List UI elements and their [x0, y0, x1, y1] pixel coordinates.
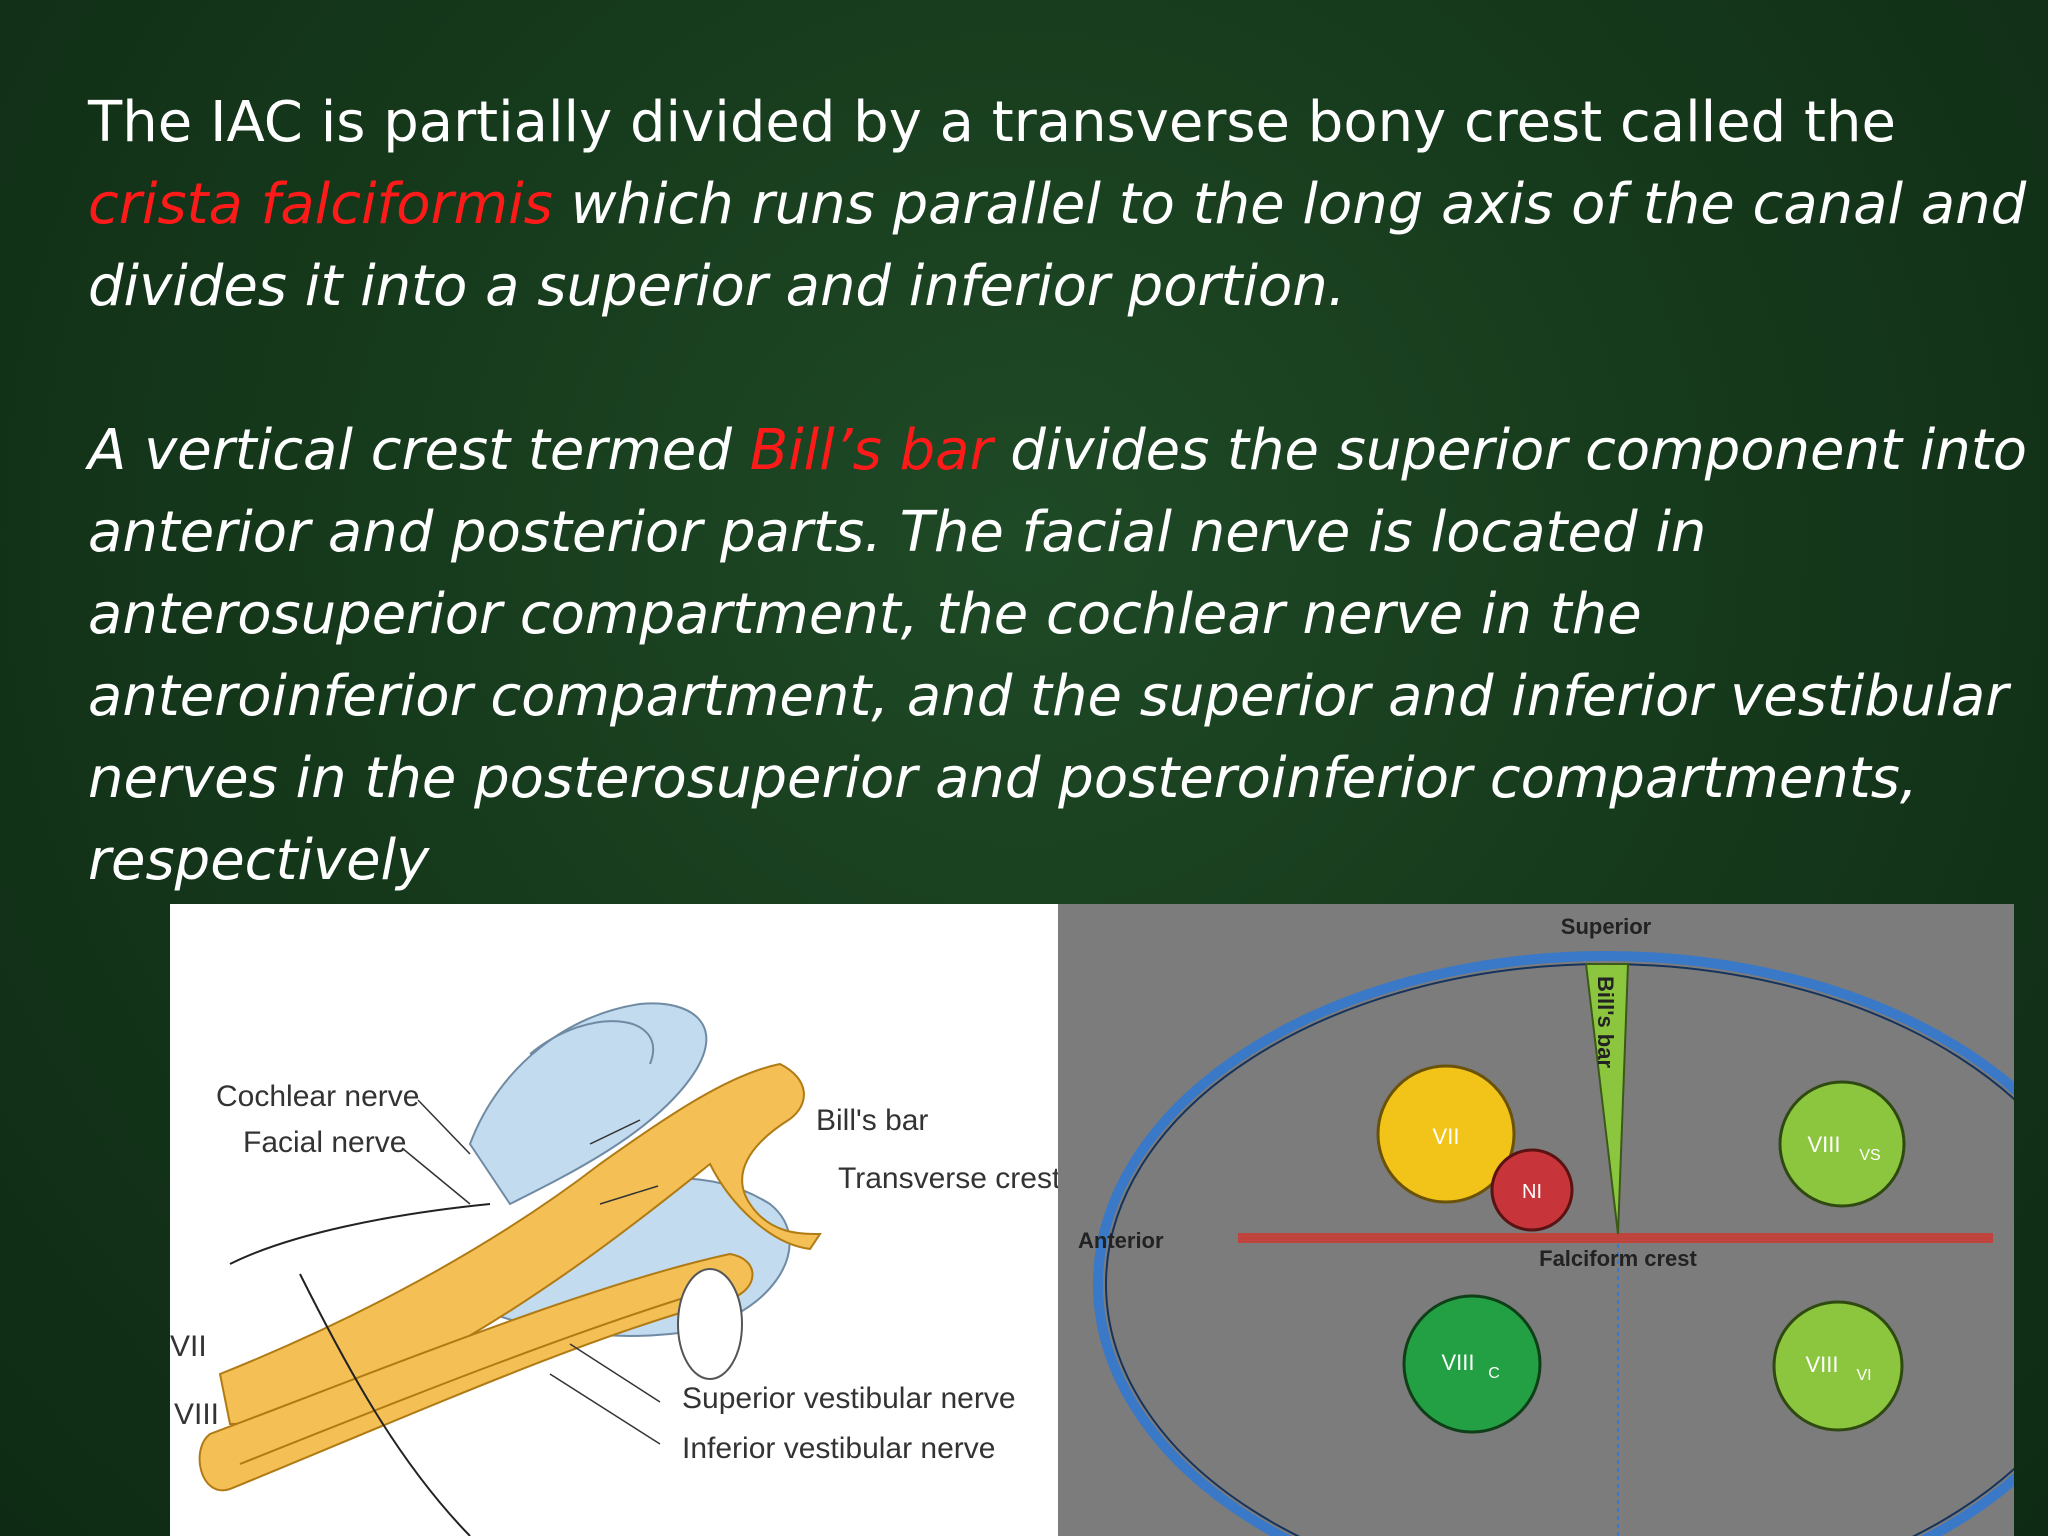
- label-vii-nerve: VII: [1433, 1124, 1460, 1149]
- label-falciform-crest: Falciform crest: [1539, 1246, 1697, 1271]
- label-bills-bar-vertical: Bill's bar: [1593, 976, 1618, 1068]
- label-viii-vs: VIII: [1807, 1132, 1840, 1157]
- label-viii-vs-sub: VS: [1859, 1147, 1880, 1164]
- label-cochlear-nerve: Cochlear nerve: [216, 1080, 419, 1113]
- para2-lead: A vertical crest termed: [88, 418, 750, 483]
- superior-vestibular-circle: [1778, 1080, 1906, 1208]
- iac-cross-section-diagram: Bill's bar Superior Anterior Falciform c…: [1058, 904, 2014, 1536]
- label-viii-vi: VIII: [1805, 1352, 1838, 1377]
- nerve-drawing: Cochlear nerve Facial nerve Bill's bar T…: [170, 1002, 1058, 1536]
- facial-nerve-shape: [218, 1062, 822, 1426]
- label-facial-nerve: Facial nerve: [243, 1126, 406, 1159]
- cochlear-nerve-shape: [468, 1002, 708, 1206]
- label-transverse-crest: Transverse crest: [838, 1162, 1058, 1195]
- cochlear-nerve-circle: [1402, 1294, 1542, 1434]
- ni-circle: [1490, 1148, 1574, 1232]
- label-bills-bar: Bill's bar: [816, 1104, 928, 1137]
- para2-rest: divides the superior component into ante…: [88, 418, 2027, 893]
- label-superior-vestibular: Superior vestibular nerve: [682, 1382, 1016, 1415]
- para1-line1: The IAC is partially divided by a transv…: [88, 90, 1896, 155]
- label-viii-vi-sub: VI: [1856, 1367, 1871, 1384]
- bills-bar-wedge: [1584, 963, 1630, 1235]
- label-vii: VII: [170, 1330, 207, 1363]
- label-ni: NI: [1522, 1181, 1542, 1203]
- cross-section-drawing: Bill's bar Superior Anterior Falciform c…: [1078, 914, 2014, 1536]
- para1-rest: which runs parallel to the long axis of …: [552, 172, 2027, 237]
- paragraph-bills-bar: A vertical crest termed Bill’s bar divid…: [88, 410, 2028, 902]
- label-viii: VIII: [174, 1398, 219, 1431]
- canal-ring: [1093, 951, 2014, 1536]
- iac-nerve-illustration: Cochlear nerve Facial nerve Bill's bar T…: [170, 904, 1058, 1536]
- facial-nerve-circle: [1376, 1064, 1516, 1204]
- label-inferior-vestibular: Inferior vestibular nerve: [682, 1432, 995, 1465]
- term-crista-falciformis: crista falciformis: [88, 172, 553, 237]
- inferior-vestibular-circle: [1772, 1300, 1904, 1432]
- paragraph-crista: The IAC is partially divided by a transv…: [88, 82, 2028, 328]
- term-bills-bar: Bill’s bar: [749, 418, 993, 483]
- label-viii-c: VIII: [1441, 1350, 1474, 1375]
- label-viii-c-sub: C: [1488, 1365, 1500, 1382]
- label-superior: Superior: [1561, 914, 1652, 939]
- para1-line3: divides it into a superior and inferior …: [88, 254, 1346, 319]
- label-anterior: Anterior: [1078, 1228, 1164, 1253]
